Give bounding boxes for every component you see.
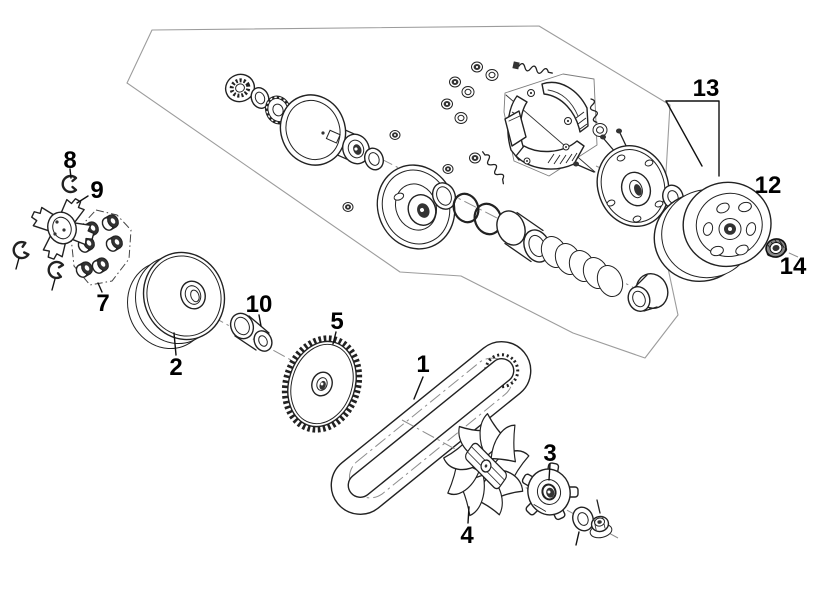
- small-washer: [454, 69, 608, 137]
- e-clip: [61, 174, 78, 194]
- callout-8: 8: [63, 147, 76, 174]
- callout-3: 3: [543, 440, 556, 467]
- drive-pulley-face: [127, 251, 226, 350]
- callout-13: 13: [693, 75, 720, 102]
- washer-tick: [575, 531, 580, 546]
- fastener-hardware: [342, 61, 618, 212]
- bracket-13: [665, 100, 720, 177]
- callout-7: 7: [96, 290, 109, 317]
- needle-bearing: [224, 73, 256, 103]
- assembly-boundary: [126, 25, 679, 359]
- ramp-plate: [70, 209, 132, 286]
- clutch-shoe-assembly: [503, 73, 598, 177]
- driven-face-front: [279, 94, 385, 171]
- callout-10: 10: [246, 291, 273, 318]
- callout-1: 1: [416, 351, 429, 378]
- thrust-washer: [250, 87, 270, 109]
- retaining-clips: [12, 174, 78, 291]
- callout-9: 9: [90, 177, 103, 204]
- callout-4: 4: [460, 522, 474, 549]
- callout-2: 2: [169, 354, 182, 381]
- starter-driven-gear: [281, 335, 363, 433]
- callout-5: 5: [330, 308, 343, 335]
- crank-flange-nut: [589, 499, 613, 539]
- driven-pulley-assembly: [224, 73, 669, 312]
- drive-belt: [330, 341, 532, 515]
- callout-12: 12: [755, 172, 782, 199]
- callout-14: 14: [780, 253, 807, 280]
- movable-sleeve: [496, 210, 551, 263]
- clutch-outer-drum: [653, 181, 772, 283]
- crank-washer: [572, 506, 594, 532]
- lock-nut: [765, 238, 788, 258]
- seal-ring: [363, 147, 385, 171]
- spacer-collar: [229, 312, 273, 352]
- leader-lines: [69, 100, 720, 524]
- callout-labels: 1 2 3 4 5 7 8 9 10 12 13 14: [63, 75, 807, 549]
- clutch-drive-plate: [573, 128, 684, 228]
- spring-washer: [431, 182, 457, 210]
- fan-drive-face: [441, 411, 531, 519]
- slide-piece: [28, 194, 97, 263]
- e-clip: [47, 260, 65, 280]
- spring-seat-cup: [627, 273, 669, 312]
- e-clip: [12, 240, 30, 260]
- clutch-spring: [481, 61, 598, 185]
- compression-spring: [540, 235, 624, 298]
